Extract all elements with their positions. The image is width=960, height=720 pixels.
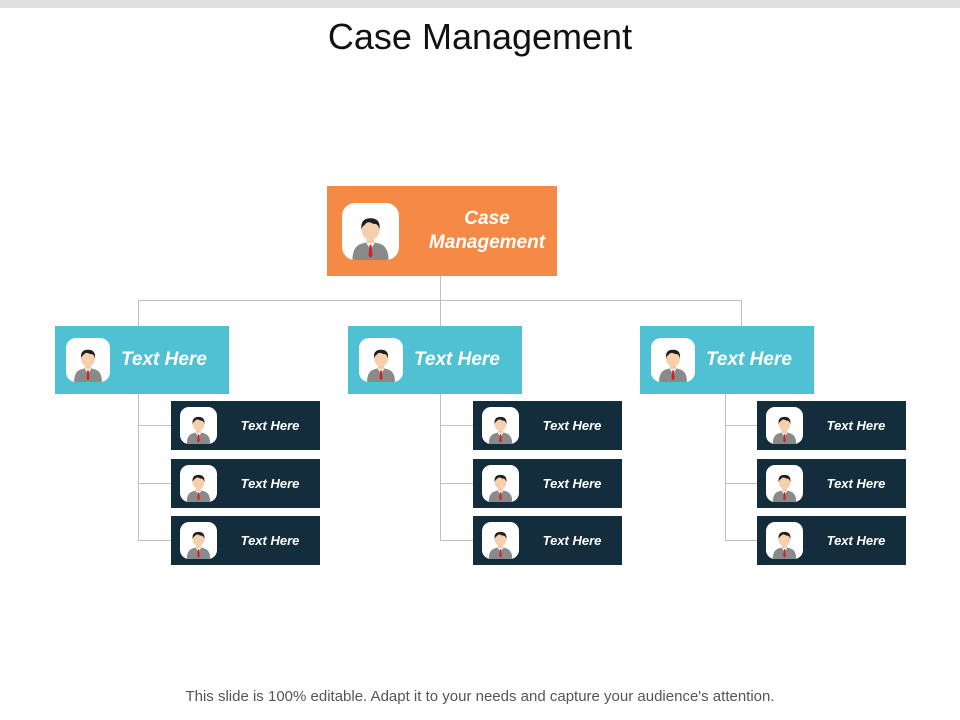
person-icon [180,522,217,559]
top-strip [0,0,960,8]
leaf-node: Text Here [757,459,906,508]
person-icon [482,522,519,559]
branch-node-2: Text Here [348,326,522,394]
branch-node-label: Text Here [414,349,500,370]
leaf-node: Text Here [473,459,622,508]
leaf-node: Text Here [757,516,906,565]
leaf-node-label: Text Here [826,533,886,548]
branch-node-label: Text Here [121,349,207,370]
person-icon [342,203,399,260]
leaf-node: Text Here [473,516,622,565]
person-icon [651,338,695,382]
leaf-node: Text Here [757,401,906,450]
leaf-node-label: Text Here [240,533,300,548]
leaf-node-label: Text Here [826,476,886,491]
branch-node-3: Text Here [640,326,814,394]
person-icon [66,338,110,382]
leaf-node: Text Here [171,516,320,565]
leaf-node-label: Text Here [826,418,886,433]
person-icon [482,407,519,444]
leaf-node: Text Here [171,459,320,508]
leaf-node-label: Text Here [542,533,602,548]
branch-node-1: Text Here [55,326,229,394]
person-icon [180,407,217,444]
leaf-node-label: Text Here [240,418,300,433]
leaf-node-label: Text Here [240,476,300,491]
person-icon [359,338,403,382]
person-icon [180,465,217,502]
leaf-node: Text Here [171,401,320,450]
leaf-node: Text Here [473,401,622,450]
person-icon [766,465,803,502]
footer-note: This slide is 100% editable. Adapt it to… [185,688,775,705]
person-icon [482,465,519,502]
slide-title: Case Management [327,16,633,57]
person-icon [766,522,803,559]
branch-node-label: Text Here [706,349,792,370]
leaf-node-label: Text Here [542,476,602,491]
person-icon [766,407,803,444]
leaf-node-label: Text Here [542,418,602,433]
